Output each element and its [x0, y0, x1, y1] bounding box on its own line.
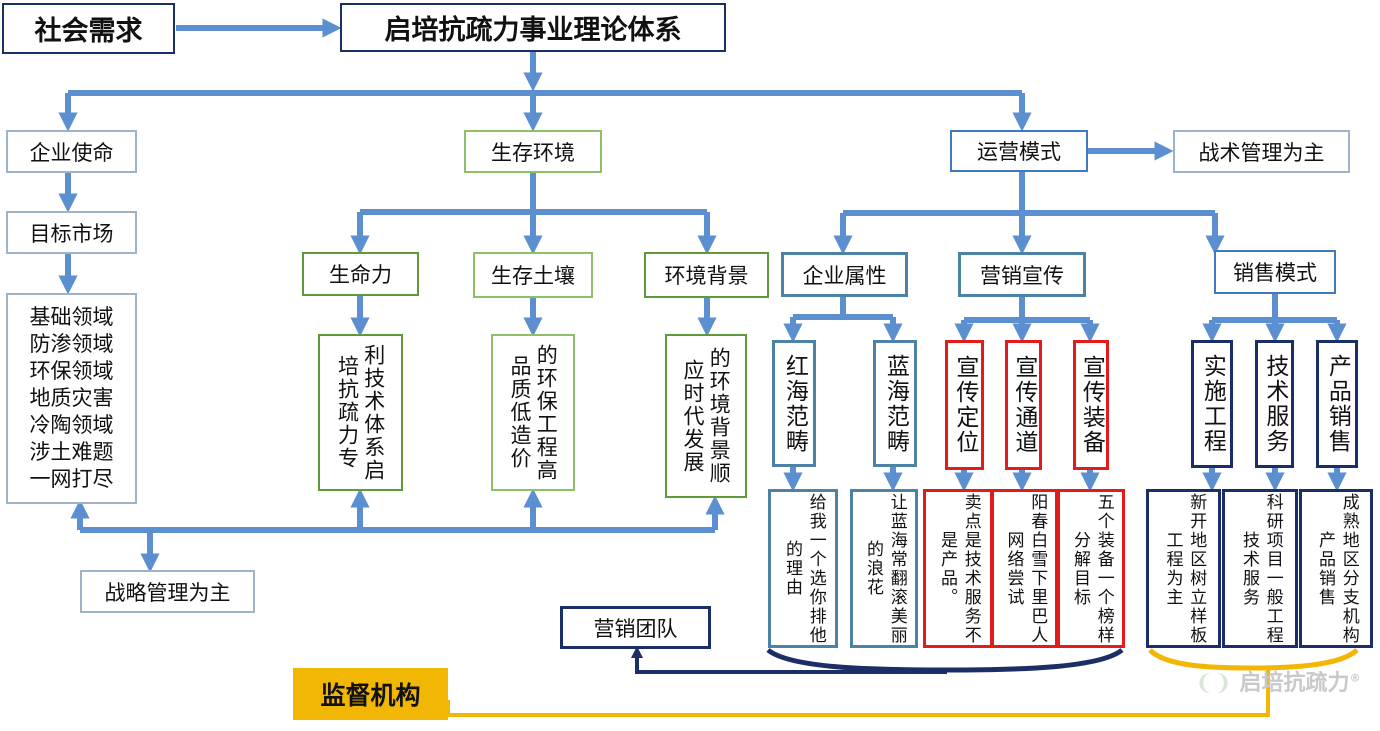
- project-implementation-box: 实施工程: [1191, 340, 1233, 468]
- blue-ocean-label: 蓝海范畴: [882, 353, 909, 454]
- product-sales-box: 产品销售: [1316, 340, 1358, 468]
- environment-background-desc-box: 的环境背景顺应时代发展: [665, 334, 747, 498]
- registered-mark: ®: [1349, 671, 1361, 685]
- supervision-box: 监督机构: [293, 668, 448, 720]
- technical-service-box: 技术服务: [1255, 340, 1294, 468]
- enterprise-mission-box: 企业使命: [6, 130, 137, 173]
- brand-watermark-text: 启培抗疏力: [1239, 671, 1350, 696]
- tactics-management-label: 战术管理为主: [1198, 140, 1325, 165]
- blue-ocean-desc: 让蓝海常翻滚美丽的浪花: [863, 492, 907, 645]
- strategy-management-box: 战略管理为主: [80, 570, 255, 613]
- red-ocean-desc-box: 给我一个选你排他的理由: [768, 489, 838, 648]
- target-market-box: 目标市场: [6, 211, 137, 254]
- enterprise-attribute-box: 企业属性: [781, 252, 908, 297]
- strategy-management-label: 战略管理为主: [104, 580, 231, 605]
- marketing-team-label: 营销团队: [593, 616, 678, 641]
- environment-background-box: 环境背景: [644, 252, 769, 298]
- sales-mode-label: 销售模式: [1233, 261, 1317, 285]
- society-demand-label: 社会需求: [34, 16, 143, 47]
- publicity-equipment-box: 宣传装备: [1073, 340, 1109, 470]
- vitality-desc-box: 利技术体系启培抗疏力专: [318, 334, 403, 491]
- domain-item: 环保领域: [29, 359, 114, 384]
- vitality-box: 生命力: [302, 252, 419, 296]
- theory-system-label: 启培抗疏力事业理论体系: [384, 15, 682, 46]
- publicity-equipment-desc: 五个装备一个榜样分解目标: [1070, 492, 1114, 645]
- publicity-positioning-box: 宣传定位: [945, 340, 984, 470]
- technical-service-desc-box: 科研项目一般工程技术服务: [1222, 489, 1298, 648]
- vitality-desc: 利技术体系启培抗疏力专: [335, 343, 386, 482]
- blue-ocean-desc-box: 让蓝海常翻滚美丽的浪花: [850, 489, 918, 648]
- sales-mode-box: 销售模式: [1214, 250, 1336, 294]
- domain-item: 冷陶领域: [29, 412, 114, 437]
- red-ocean-desc: 给我一个选你排他的理由: [782, 492, 826, 645]
- operation-mode-box: 运营模式: [950, 130, 1088, 172]
- survival-soil-desc: 的环保工程高品质低造价: [508, 343, 559, 482]
- survival-soil-label: 生存土壤: [491, 264, 575, 288]
- supervision-label: 监督机构: [320, 681, 421, 710]
- technical-service-desc: 科研项目一般工程技术服务: [1239, 492, 1283, 645]
- red-ocean-label: 红海范畴: [781, 353, 808, 454]
- environment-background-label: 环境背景: [664, 264, 749, 288]
- domain-item: 一网打尽: [29, 466, 114, 491]
- operation-mode-label: 运营模式: [977, 140, 1061, 164]
- publicity-channel-desc: 阳春白雪下里巴人网络尝试: [1003, 492, 1048, 645]
- survival-environment-label: 生存环境: [491, 140, 575, 165]
- publicity-channel-desc-box: 阳春白雪下里巴人网络尝试: [991, 489, 1058, 648]
- target-market-label: 目标市场: [29, 221, 114, 246]
- survival-soil-box: 生存土壤: [473, 252, 593, 298]
- publicity-equipment-desc-box: 五个装备一个榜样分解目标: [1057, 489, 1125, 648]
- product-sales-desc-box: 成熟地区分支机构产品销售: [1299, 489, 1373, 648]
- project-implementation-desc: 新开地区树立样板工程为主: [1162, 492, 1207, 645]
- red-ocean-box: 红海范畴: [772, 340, 816, 467]
- project-implementation-label: 实施工程: [1199, 354, 1226, 454]
- survival-environment-box: 生存环境: [464, 130, 602, 173]
- domain-item: 涉土难题: [29, 439, 114, 464]
- publicity-channel-box: 宣传通道: [1005, 340, 1042, 470]
- technical-service-label: 技术服务: [1261, 354, 1288, 454]
- domain-item: 防渗领域: [29, 332, 114, 357]
- environment-background-desc: 的环境背景顺应时代发展: [681, 347, 732, 485]
- product-sales-label: 产品销售: [1324, 354, 1351, 454]
- tactics-management-box: 战术管理为主: [1173, 130, 1350, 173]
- publicity-equipment-label: 宣传装备: [1078, 355, 1105, 455]
- domain-item: 地质灾害: [29, 386, 114, 411]
- brand-watermark: ❨❩ 启培抗疏力®: [1195, 665, 1361, 697]
- enterprise-attribute-label: 企业属性: [802, 263, 887, 288]
- marketing-team-box: 营销团队: [560, 606, 711, 649]
- publicity-positioning-desc-box: 卖点是技术服务不是产品。: [923, 489, 993, 648]
- survival-soil-desc-box: 的环保工程高品质低造价: [491, 334, 575, 491]
- domains-list-box: 基础领域 防渗领域 环保领域 地质灾害 冷陶领域 涉土难题 一网打尽: [6, 293, 137, 504]
- project-implementation-desc-box: 新开地区树立样板工程为主: [1146, 489, 1221, 648]
- publicity-positioning-label: 宣传定位: [951, 355, 978, 455]
- product-sales-desc: 成熟地区分支机构产品销售: [1315, 492, 1359, 645]
- domain-item: 基础领域: [29, 305, 114, 330]
- publicity-positioning-desc: 卖点是技术服务不是产品。: [937, 492, 981, 645]
- enterprise-mission-label: 企业使命: [29, 140, 114, 165]
- marketing-publicity-box: 营销宣传: [958, 252, 1086, 297]
- publicity-channel-label: 宣传通道: [1010, 355, 1037, 455]
- brand-watermark-icon: ❨❩: [1195, 671, 1240, 696]
- blue-ocean-box: 蓝海范畴: [873, 340, 917, 467]
- theory-system-box: 启培抗疏力事业理论体系: [340, 3, 726, 52]
- society-demand-box: 社会需求: [2, 3, 175, 54]
- vitality-label: 生命力: [329, 263, 392, 287]
- marketing-publicity-label: 营销宣传: [980, 263, 1064, 288]
